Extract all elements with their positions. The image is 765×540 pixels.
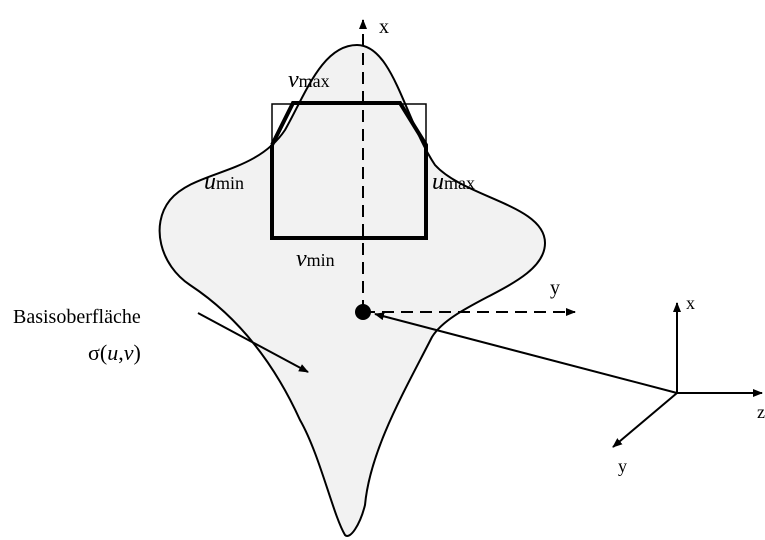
- position-vector-arrow: [374, 312, 678, 394]
- surface-label-pointer: [197, 312, 309, 373]
- surface-origin-dot: [355, 304, 371, 320]
- u-min-var: u: [204, 169, 216, 195]
- sigma-v: v: [124, 340, 134, 365]
- surface-x-axis-label: x: [379, 16, 389, 38]
- u-min-label: umin: [204, 169, 244, 195]
- base-surface-shape: [158, 43, 547, 537]
- v-max-label: vmax: [288, 67, 330, 93]
- sigma-close: ): [133, 340, 140, 365]
- sigma-function-label: σ(u,v): [88, 340, 141, 365]
- global-x-axis-label: x: [686, 293, 695, 313]
- v-min-label: vmin: [296, 246, 335, 272]
- surface-y-axis-label: y: [550, 277, 560, 299]
- sigma-u: u: [107, 340, 118, 365]
- surface-name-label: Basisoberfläche: [13, 306, 141, 328]
- v-min-sub: min: [307, 250, 335, 270]
- v-max-var: v: [288, 67, 299, 93]
- u-max-sub: max: [444, 173, 475, 193]
- u-max-var: u: [432, 169, 444, 195]
- u-max-label: umax: [432, 169, 475, 195]
- trimmed-patch-boundary: [270, 101, 428, 240]
- global-y-axis-label: y: [618, 456, 627, 476]
- global-z-axis-label: z: [757, 402, 765, 422]
- sigma-prefix: σ(: [88, 340, 107, 365]
- v-max-sub: max: [299, 71, 330, 91]
- u-min-sub: min: [216, 173, 244, 193]
- sigma-comma: ,: [118, 340, 124, 365]
- v-min-var: v: [296, 246, 307, 272]
- global-y-axis: [612, 392, 678, 448]
